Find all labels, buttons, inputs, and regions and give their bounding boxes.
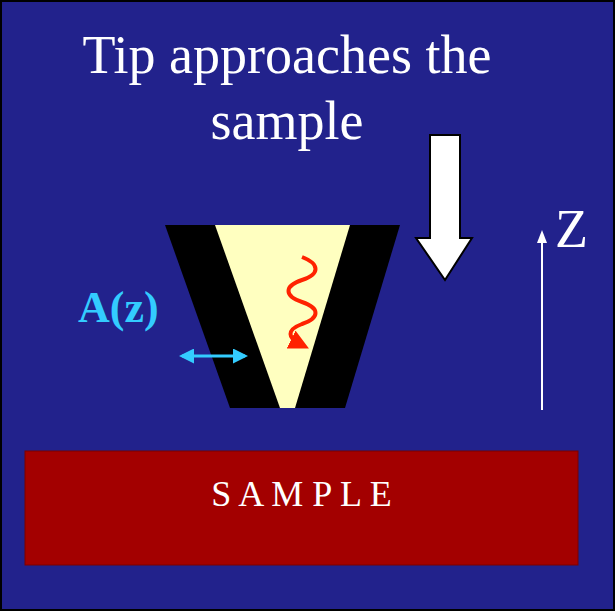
axis-label: Z <box>555 198 588 260</box>
z-axis <box>541 240 543 410</box>
sample-label: S A M P L E <box>211 473 391 515</box>
amplitude-label: A(z) <box>78 282 159 333</box>
fiber-core <box>215 225 350 408</box>
light-wave <box>289 257 316 344</box>
sample-box: S A M P L E <box>25 451 578 565</box>
amplitude-arrow <box>182 355 245 358</box>
z-axis-head <box>537 230 547 243</box>
title-text: Tip approaches the sample <box>42 22 532 154</box>
sample-slab <box>25 451 578 565</box>
approach-arrow <box>416 135 472 280</box>
tip-coating <box>165 225 400 408</box>
